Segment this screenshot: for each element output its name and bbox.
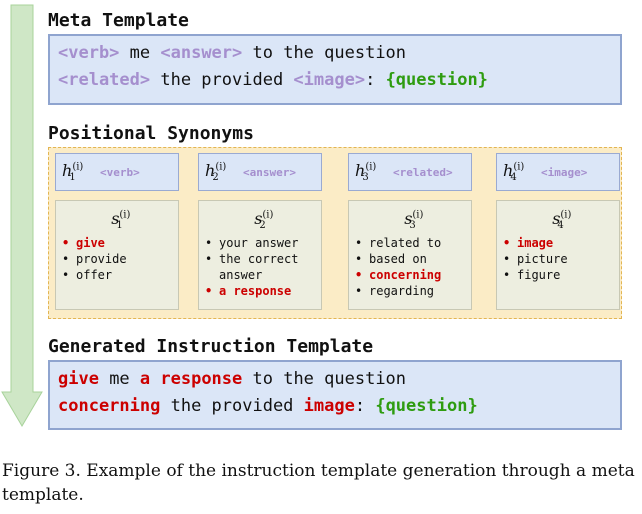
h-superscript: (i) <box>72 161 84 173</box>
question-token: {question} <box>375 396 478 416</box>
positional-synonyms-panel: h(i)1<verb>s(i)1giveprovideofferh(i)2<an… <box>48 147 622 319</box>
h-position-box-4: h(i)4 <image> <box>496 153 620 191</box>
synonym-list: your answerthe correct answera response <box>199 235 321 299</box>
generated-template-title: Generated Instruction Template <box>48 336 374 357</box>
s-symbol: s <box>254 209 263 228</box>
flow-down-arrow <box>1 4 43 427</box>
synonym-item-selected: concerning <box>355 267 471 283</box>
synonym-item: regarding <box>355 283 471 299</box>
s-superscript: (i) <box>412 209 424 221</box>
placeholder-tag: <image> <box>541 165 588 179</box>
placeholder-tag: <answer> <box>243 165 296 179</box>
template-text: me <box>98 369 140 389</box>
synonym-list: imagepicturefigure <box>497 235 619 283</box>
s-subscript: 1 <box>116 220 123 232</box>
s-variable: s(i)3 <box>349 209 471 233</box>
h-position-box-1: h(i)1 <verb> <box>55 153 179 191</box>
substituted-token: concerning <box>58 396 161 416</box>
s-variable: s(i)1 <box>56 209 178 233</box>
template-text: : <box>354 396 376 416</box>
h-subscript: 4 <box>510 172 517 184</box>
h-symbol: h <box>205 160 216 180</box>
s-symbol: s <box>404 209 413 228</box>
s-synonym-box-4: s(i)4imagepicturefigure <box>496 200 620 310</box>
synonym-item: the correct answer <box>205 251 321 283</box>
placeholder-tag: <related> <box>393 165 453 179</box>
h-superscript: (i) <box>215 161 227 173</box>
s-synonym-box-1: s(i)1giveprovideoffer <box>55 200 179 310</box>
placeholder-tag: <verb> <box>100 165 140 179</box>
s-variable: s(i)4 <box>497 209 619 233</box>
placeholder-token: <related> <box>58 70 151 90</box>
meta-template-title: Meta Template <box>48 10 189 31</box>
s-synonym-box-2: s(i)2your answerthe correct answera resp… <box>198 200 322 310</box>
synonym-item-selected: image <box>503 235 619 251</box>
figure-caption: Figure 3. Example of the instruction tem… <box>2 461 635 505</box>
h-position-box-3: h(i)3 <related> <box>348 153 472 191</box>
positional-synonyms-title: Positional Synonyms <box>48 123 254 144</box>
synonym-item: based on <box>355 251 471 267</box>
h-symbol: h <box>62 160 73 180</box>
placeholder-token: <answer> <box>160 43 243 63</box>
h-subscript: 2 <box>212 172 219 184</box>
synonym-item: your answer <box>205 235 321 251</box>
h-position-box-2: h(i)2 <answer> <box>198 153 322 191</box>
placeholder-token: <verb> <box>58 43 120 63</box>
synonym-item-selected: give <box>62 235 178 251</box>
substituted-token: give <box>58 369 99 389</box>
s-symbol: s <box>111 209 120 228</box>
synonym-list: related tobased onconcerningregarding <box>349 235 471 299</box>
meta-template-line-1: <verb> me <answer> to the question <box>58 40 612 67</box>
s-superscript: (i) <box>119 209 131 221</box>
h-symbol: h <box>355 160 366 180</box>
meta-template-box: <verb> me <answer> to the question <rela… <box>48 34 622 105</box>
generated-template-line-2: concerning the provided image: {question… <box>58 393 612 420</box>
template-text: the provided <box>150 70 294 90</box>
meta-template-line-2: <related> the provided <image>: {questio… <box>58 67 612 94</box>
synonym-list: giveprovideoffer <box>56 235 178 283</box>
h-subscript: 1 <box>69 172 76 184</box>
generated-template-line-1: give me a response to the question <box>58 366 612 393</box>
s-subscript: 2 <box>259 220 266 232</box>
s-subscript: 4 <box>557 220 564 232</box>
placeholder-token: <image> <box>293 70 366 90</box>
synonym-item-selected: a response <box>205 283 321 299</box>
synonym-item: figure <box>503 267 619 283</box>
h-variable: h(i)3 <box>355 161 389 183</box>
h-superscript: (i) <box>365 161 377 173</box>
synonym-item: picture <box>503 251 619 267</box>
s-superscript: (i) <box>560 209 572 221</box>
substituted-token: a response <box>139 369 243 389</box>
h-variable: h(i)1 <box>62 161 96 183</box>
substituted-token: image <box>303 396 355 416</box>
synonym-item: offer <box>62 267 178 283</box>
h-subscript: 3 <box>362 172 369 184</box>
template-text: to the question <box>242 369 407 389</box>
question-token: {question} <box>385 70 488 90</box>
s-symbol: s <box>552 209 561 228</box>
template-text: to the question <box>242 43 407 63</box>
h-variable: h(i)4 <box>503 161 537 183</box>
h-symbol: h <box>503 160 514 180</box>
generated-template-box: give me a response to the question conce… <box>48 360 622 430</box>
s-superscript: (i) <box>262 209 274 221</box>
synonym-item: provide <box>62 251 178 267</box>
template-text: me <box>119 43 161 63</box>
template-text: the provided <box>160 396 304 416</box>
template-text: : <box>365 70 386 90</box>
s-synonym-box-3: s(i)3related tobased onconcerningregardi… <box>348 200 472 310</box>
h-variable: h(i)2 <box>205 161 239 183</box>
synonym-item: related to <box>355 235 471 251</box>
s-subscript: 3 <box>409 220 416 232</box>
h-superscript: (i) <box>513 161 525 173</box>
s-variable: s(i)2 <box>199 209 321 233</box>
